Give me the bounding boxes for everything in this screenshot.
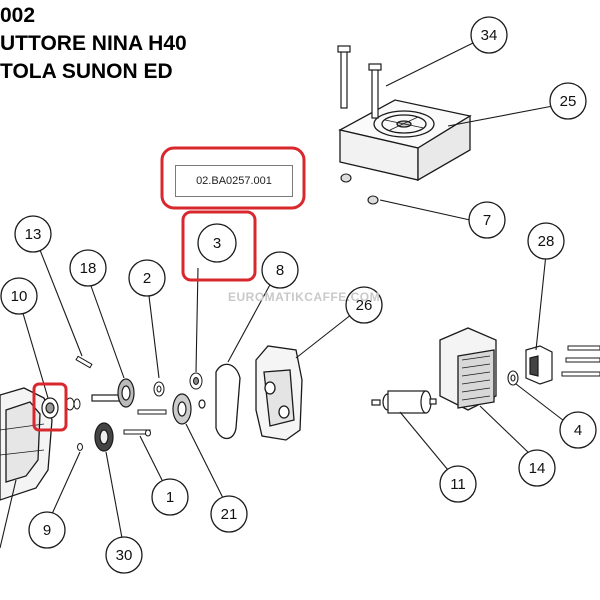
left-housing [0,387,53,501]
callout-8: 8 [261,251,299,289]
motor-block-14 [439,327,497,411]
callout-26: 26 [345,286,383,324]
washer-3 [189,372,203,390]
part-code-label: 02.BA0257.001 [175,165,293,197]
callout-number: 34 [481,27,498,44]
callout-circle [439,465,477,503]
callout-number: 13 [25,226,42,243]
callout-circle [559,411,597,449]
callout-number: 14 [529,460,546,477]
belt-8 [215,363,241,440]
washer-2 [153,381,165,397]
callout-circle [151,478,189,516]
callout-number: 18 [80,260,97,277]
gear-shaft-18 [91,378,135,408]
title-line-3: TOLA SUNON ED [0,60,173,83]
highlight-callout-3 [181,210,257,282]
washer-4 [507,370,519,386]
callout-number: 21 [221,506,238,523]
callout-circle [14,215,52,253]
callout-circle [69,249,107,287]
callout-11: 11 [439,465,477,503]
housing-26 [255,345,303,441]
callout-number: 3 [213,235,221,252]
title-line-2: UTTORE NINA H40 [0,32,187,55]
callout-circle [261,251,299,289]
callout-circle [518,449,556,487]
callout-3: 3 [197,223,237,263]
callout-circle [468,201,506,239]
callout-circle [28,511,66,549]
highlight-part-code [160,146,306,210]
callout-number: 9 [43,522,51,539]
callout-number: 1 [166,489,174,506]
callout-number: 26 [356,297,373,314]
callout-9: 9 [28,511,66,549]
pin-9 [77,443,83,451]
callout-14: 14 [518,449,556,487]
callout-1: 1 [151,478,189,516]
callout-number: 7 [483,212,491,229]
pin-13 [75,355,93,369]
callout-circle [527,222,565,260]
callout-circle [210,495,248,533]
callout-number: 8 [276,262,284,279]
bracket-28 [525,345,553,385]
callout-25: 25 [549,82,587,120]
callout-circle [470,16,508,54]
fan-box [338,99,472,182]
callout-number: 25 [560,93,577,110]
callout-34: 34 [470,16,508,54]
leader-lines [0,41,569,549]
title-line-1: 002 [0,4,36,27]
callout-7: 7 [468,201,506,239]
callout-number: 11 [450,476,466,493]
callout-21: 21 [210,495,248,533]
callout-18: 18 [69,249,107,287]
callout-number: 28 [538,233,555,250]
callout-circle [128,259,166,297]
screws-34 [337,45,382,119]
callout-4: 4 [559,411,597,449]
callout-circle [345,286,383,324]
gear-30 [94,422,114,452]
rods-right [561,345,600,377]
washers-left [65,397,81,411]
callout-number: 30 [116,547,133,564]
callout-circle [549,82,587,120]
callout-13: 13 [14,215,52,253]
callout-circle [197,223,237,263]
bushing-10 [41,397,59,419]
callout-2: 2 [128,259,166,297]
callout-30: 30 [105,536,143,574]
gear-21 [172,393,206,425]
motor-11 [371,390,437,414]
callout-circle [0,277,38,315]
watermark: EUROMATIKCAFFE.COM [228,290,381,304]
callout-circle [105,536,143,574]
callout-number: 10 [11,288,28,305]
pins-1 [123,409,167,437]
highlight-bushing-10 [32,382,68,432]
nuts-7 [340,173,379,205]
callout-28: 28 [527,222,565,260]
callout-number: 2 [143,270,151,287]
callout-10: 10 [0,277,38,315]
callout-number: 4 [574,422,582,439]
highlight-frames [32,146,306,432]
